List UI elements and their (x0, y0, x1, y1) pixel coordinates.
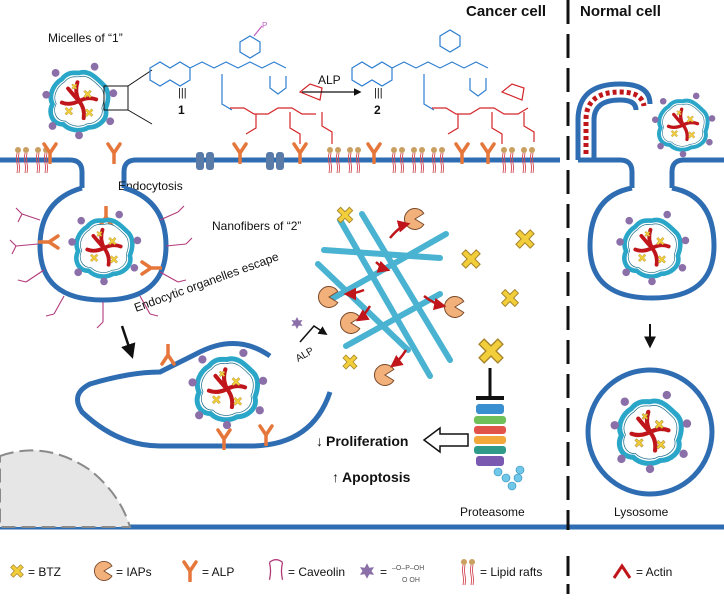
lysosome (585, 367, 715, 497)
lysosome-label: Lysosome (614, 505, 669, 519)
membrane-channel-2 (266, 152, 284, 170)
actin-tube (575, 81, 653, 160)
legend-iaps: = IAPs (116, 565, 152, 579)
hollow-arrow (422, 426, 469, 454)
legend-phosphate-icon (359, 563, 375, 579)
header-cancer: Cancer cell (466, 3, 546, 20)
svg-text:–O–P–OH: –O–P–OH (392, 565, 424, 572)
legend-caveolin: = Caveolin (288, 565, 345, 579)
btz-free-5 (342, 354, 358, 370)
zoom-box (103, 85, 129, 111)
nucleus (0, 449, 132, 528)
apoptosis-label: Apoptosis (342, 469, 411, 485)
micelle-normal-top (650, 92, 716, 158)
escaping-endosome (75, 341, 333, 450)
legend-actin: = Actin (636, 565, 672, 579)
legend-alp-icon (182, 560, 198, 582)
compound-2-label: 2 (374, 103, 381, 117)
legend-iaps-icon (94, 561, 113, 581)
legend-phosphate-formula: –O–P–OH O OH (392, 565, 424, 584)
micelle-top (42, 63, 117, 139)
endocytic-vesicle (9, 185, 193, 329)
legend-row: = BTZ = IAPs = ALP = Caveolin = –O–P–OH … (10, 558, 672, 586)
legend-btz-icon (10, 564, 24, 578)
svg-text:P: P (262, 21, 267, 30)
proliferation-label: Proliferation (326, 433, 408, 449)
equiv-1: ||| (178, 87, 187, 99)
equiv-2: ||| (374, 87, 383, 99)
nanofibers-label: Nanofibers of “2” (212, 219, 301, 233)
compound-1-structure: P (149, 21, 333, 144)
proteasome-label: Proteasome (460, 505, 525, 519)
legend-lipid-rafts: = Lipid rafts (480, 565, 542, 579)
btz-inhibitor (478, 338, 504, 364)
up-arrow-symbol: ↑ (332, 469, 339, 485)
normal-vesicle (587, 185, 717, 301)
iap-binding-arrows (343, 220, 447, 368)
micelles-label: Micelles of “1” (48, 31, 123, 45)
btz-free-1 (336, 206, 354, 224)
nanofiber-bundle (315, 211, 453, 379)
alp-reaction-label: ALP (318, 73, 341, 87)
legend-actin-icon (612, 563, 632, 579)
proteasome-icon (474, 404, 525, 491)
legend-alp: = ALP (202, 565, 234, 579)
down-arrow-symbol: ↓ (316, 433, 323, 449)
btz-free-2 (461, 249, 481, 269)
alp-small-label: ALP (294, 345, 316, 364)
alp-small-arrow (299, 325, 328, 343)
btz-free-4 (501, 289, 519, 307)
legend-caveolin-icon (268, 558, 284, 581)
membrane-channel-1 (196, 152, 214, 170)
cancer-top-membrane (0, 157, 560, 188)
compound-2-structure (351, 29, 535, 144)
legend-btz: = BTZ (28, 565, 61, 579)
btz-free-3 (515, 229, 535, 249)
escape-arrow (120, 325, 136, 359)
header-normal: Normal cell (580, 3, 661, 20)
legend-phosphate: = (380, 565, 387, 579)
compound-1-label: 1 (178, 103, 185, 117)
legend-raft-icon (460, 558, 476, 586)
svg-text:O OH: O OH (402, 577, 420, 584)
normal-top-membrane (578, 157, 724, 188)
